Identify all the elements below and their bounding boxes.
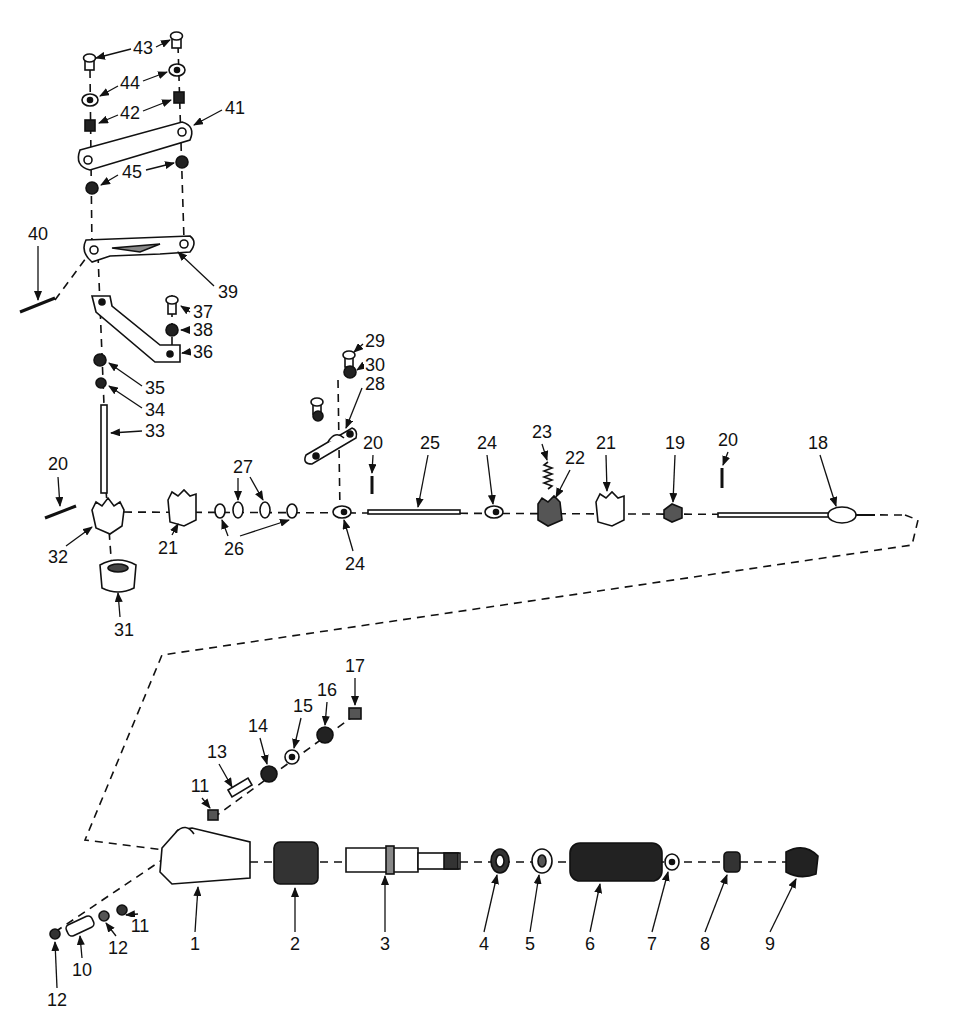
callout-number: 15 xyxy=(292,697,314,715)
callout-number: 41 xyxy=(224,99,246,117)
callout-number: 4 xyxy=(478,935,490,953)
callout-number: 24 xyxy=(344,555,366,573)
parts xyxy=(20,32,875,939)
callout-number: 39 xyxy=(217,283,239,301)
callout-number: 40 xyxy=(27,225,49,243)
callout-number: 1 xyxy=(189,935,201,953)
callout-number: 34 xyxy=(144,401,166,419)
callout-number: 43 xyxy=(132,39,154,57)
callout-number: 29 xyxy=(364,332,386,350)
leader-arrows xyxy=(38,40,836,988)
callout-number: 36 xyxy=(192,343,214,361)
callout-number: 20 xyxy=(362,434,384,452)
callout-number: 32 xyxy=(47,548,69,566)
callout-number: 10 xyxy=(71,961,93,979)
callout-number: 18 xyxy=(807,434,829,452)
callout-number: 25 xyxy=(419,434,441,452)
callout-number: 20 xyxy=(47,455,69,473)
callout-number: 26 xyxy=(223,540,245,558)
callout-number: 8 xyxy=(699,935,711,953)
callout-number: 21 xyxy=(157,539,179,557)
callout-number: 22 xyxy=(564,449,586,467)
callout-number: 27 xyxy=(232,458,254,476)
callout-number: 11 xyxy=(130,917,151,935)
callout-number: 38 xyxy=(192,321,214,339)
callout-number: 35 xyxy=(144,379,166,397)
callout-number: 20 xyxy=(717,431,739,449)
callout-number: 14 xyxy=(247,717,269,735)
callout-number: 31 xyxy=(113,621,135,639)
callout-number: 24 xyxy=(476,434,498,452)
callout-number: 21 xyxy=(595,434,617,452)
callout-number: 37 xyxy=(192,303,214,321)
callout-number: 16 xyxy=(316,681,338,699)
callout-number: 12 xyxy=(46,991,68,1009)
assembly-lines xyxy=(55,45,918,932)
callout-number: 17 xyxy=(344,657,366,675)
callout-number: 7 xyxy=(646,935,658,953)
callout-number: 9 xyxy=(764,935,776,953)
callout-number: 6 xyxy=(584,935,596,953)
callout-number: 28 xyxy=(364,375,386,393)
callout-number: 45 xyxy=(121,163,143,181)
callout-number: 23 xyxy=(531,423,553,441)
callout-number: 12 xyxy=(107,939,129,957)
callout-number: 19 xyxy=(664,434,686,452)
callout-number: 44 xyxy=(119,74,141,92)
callout-number: 13 xyxy=(206,743,228,761)
callout-number: 42 xyxy=(119,104,141,122)
callout-number: 5 xyxy=(524,935,536,953)
callout-number: 2 xyxy=(289,935,301,953)
callout-number: 30 xyxy=(364,356,386,374)
callout-number: 33 xyxy=(144,422,166,440)
callout-number: 3 xyxy=(379,935,391,953)
callout-number: 11 xyxy=(190,777,211,795)
